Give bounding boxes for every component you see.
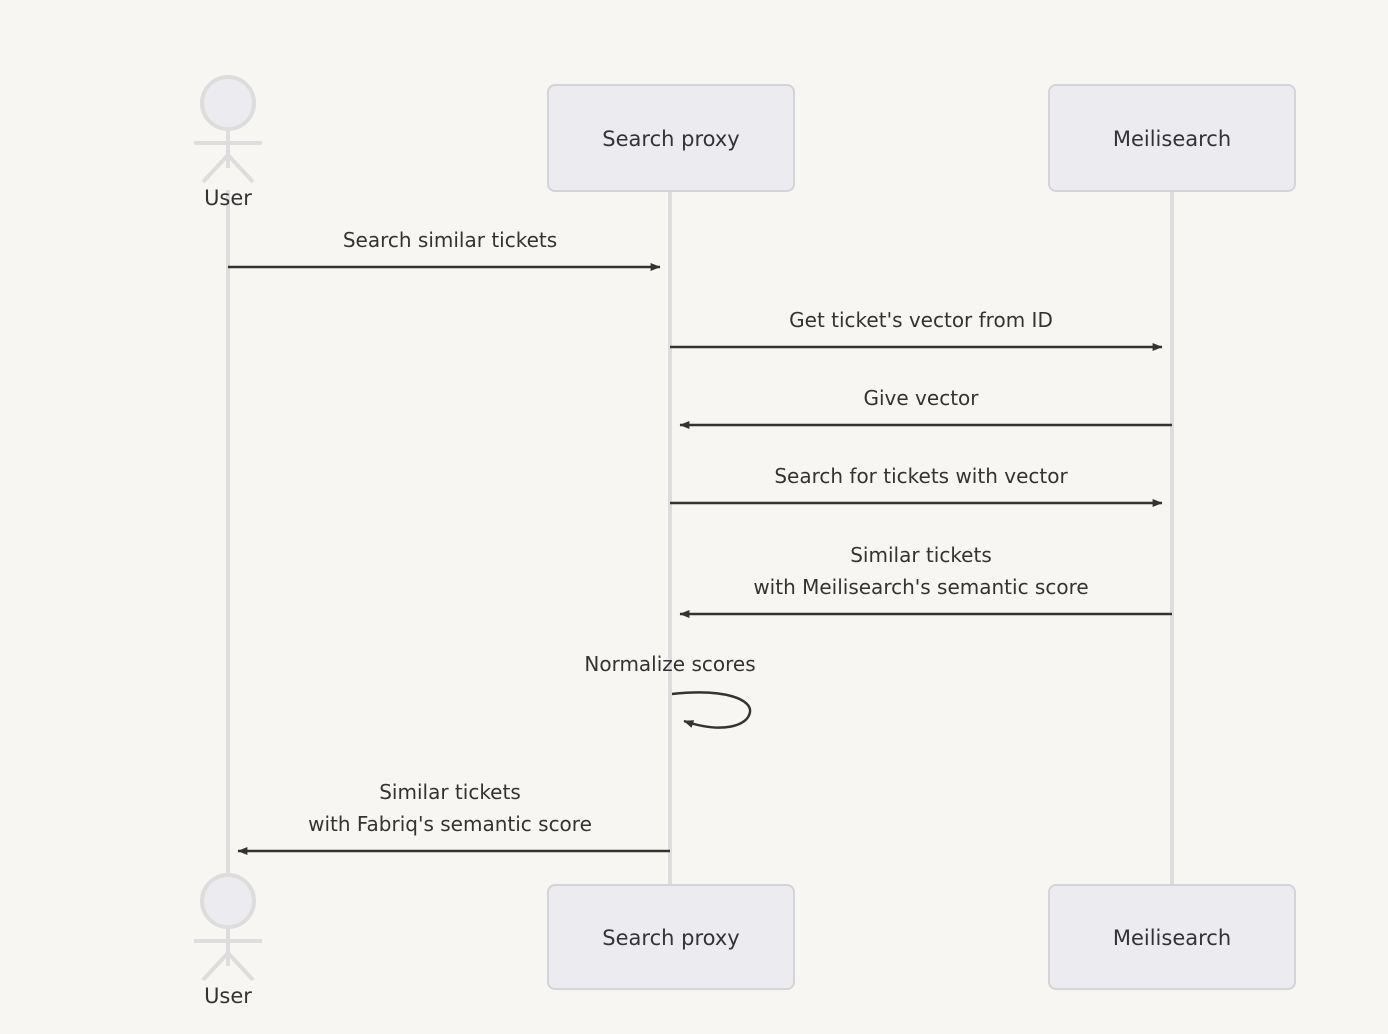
message-label: Normalize scores	[584, 652, 755, 676]
actor-head-icon	[200, 873, 256, 929]
participant-search-proxy-top[interactable]: Search proxy	[547, 84, 795, 192]
message-similar-tickets-fabriq-score[interactable]: Similar tickets with Fabriq's semantic s…	[237, 780, 670, 855]
participant-box	[547, 884, 795, 990]
message-label: Search for tickets with vector	[774, 464, 1068, 488]
message-get-tickets-vector-from-id[interactable]: Get ticket's vector from ID	[670, 308, 1163, 351]
participant-label-user-bottom: User	[204, 984, 252, 1008]
message-label: Search similar tickets	[343, 228, 557, 252]
participant-box	[1048, 884, 1296, 990]
message-label-line-1: Similar tickets	[379, 780, 521, 804]
participant-user-bottom[interactable]: User	[194, 873, 262, 1008]
message-label: Give vector	[864, 386, 980, 410]
message-search-for-tickets-with-vector[interactable]: Search for tickets with vector	[670, 464, 1163, 507]
message-label-line-2: with Fabriq's semantic score	[308, 812, 592, 836]
participant-box	[1048, 84, 1296, 192]
participant-meilisearch-top[interactable]: Meilisearch	[1048, 84, 1296, 192]
message-search-similar-tickets[interactable]: Search similar tickets	[228, 228, 661, 271]
message-label-line-2: with Meilisearch's semantic score	[753, 575, 1088, 599]
actor-leg-left-icon	[201, 153, 230, 184]
participant-label-search-proxy-top: Search proxy	[602, 127, 739, 151]
message-similar-tickets-meilisearch-score[interactable]: Similar tickets with Meilisearch's seman…	[679, 543, 1172, 618]
participant-user-top[interactable]: User	[194, 75, 262, 210]
actor-leg-right-icon	[226, 951, 255, 982]
actor-leg-right-icon	[226, 153, 255, 184]
message-give-vector[interactable]: Give vector	[679, 386, 1172, 429]
message-label: Get ticket's vector from ID	[789, 308, 1053, 332]
actor-leg-left-icon	[201, 951, 230, 982]
participant-search-proxy-bottom[interactable]: Search proxy	[547, 884, 795, 990]
participant-meilisearch-bottom[interactable]: Meilisearch	[1048, 884, 1296, 990]
lifelines-group	[226, 190, 1174, 886]
self-loop-arrow-line	[671, 691, 752, 729]
message-label-line-1: Similar tickets	[850, 543, 992, 567]
message-normalize-scores-self-loop[interactable]: Normalize scores	[584, 652, 756, 729]
participant-label-user-top: User	[204, 186, 252, 210]
participant-box	[547, 84, 795, 192]
participant-label-meilisearch-top: Meilisearch	[1113, 127, 1231, 151]
participant-label-meilisearch-bottom: Meilisearch	[1113, 926, 1231, 950]
actor-head-icon	[200, 75, 256, 131]
participant-label-search-proxy-bottom: Search proxy	[602, 926, 739, 950]
